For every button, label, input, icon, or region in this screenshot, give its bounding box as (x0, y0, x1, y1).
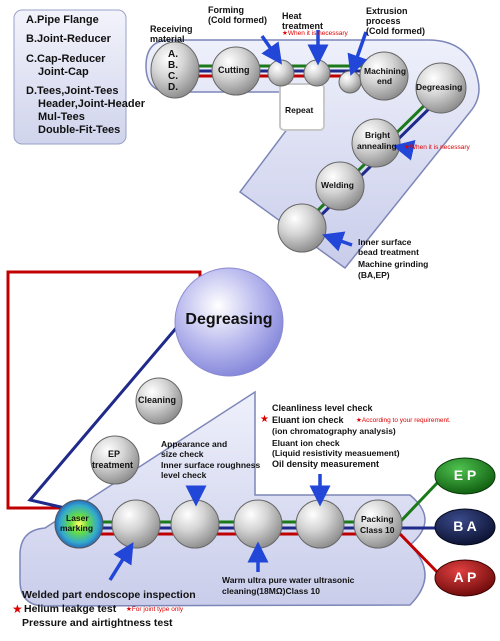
forming-label-1: Forming (208, 5, 244, 15)
legend-item-c2: Joint-Cap (38, 66, 89, 78)
center-degreasing-circle (174, 267, 284, 377)
legend-panel (13, 9, 127, 145)
bright-arrow (392, 140, 416, 161)
bright-label-1: Bright (365, 130, 391, 140)
bright-note: ★When it is necessary (404, 144, 470, 151)
laser-marking-circle (54, 499, 104, 549)
step-circle-1 (111, 499, 161, 549)
legend-item-d3: Mul-Tees (38, 111, 85, 123)
legend-item-b: B.Joint-Reducer (26, 33, 111, 45)
legend-item-a: A.Pipe Flange (26, 14, 99, 26)
receiving-letter-d: D. (168, 82, 178, 93)
appearance-label-2: size check (161, 449, 204, 459)
receiving-capsule (150, 41, 200, 99)
receiving-letter-a: A. (168, 49, 178, 60)
legend-item-c: C.Cap-Reducer (26, 53, 106, 65)
cleaning-circle (135, 377, 183, 425)
degreasing-top-label: Degreasing (416, 82, 463, 92)
warm-label-2: cleaning(18MΩ)Class 10 (222, 586, 320, 596)
heat-label-1: Heat (282, 11, 302, 21)
eluant1-star: ★ (260, 414, 269, 425)
receiving-letter-b: B. (168, 60, 178, 71)
extrusion-label-1: Extrusion (366, 6, 408, 16)
ap-output-label: A P (453, 569, 477, 585)
legend-item-d: D.Tees,Joint-Tees (26, 85, 119, 97)
warm-label-1: Warm ultra pure water ultrasonic (222, 575, 355, 585)
ep-treatment-label-2: treatment (92, 460, 134, 470)
welded-arrow (108, 542, 134, 581)
helium-note: ★For joint type only (126, 606, 184, 613)
machining-end-circle (359, 51, 409, 101)
welded-label: Welded part endoscope inspection (22, 589, 196, 601)
receiving-label-1: Receiving (150, 24, 193, 34)
extrusion-arrow (347, 31, 368, 76)
cleaning-label: Cleaning (138, 395, 177, 405)
appearance-label-1: Appearance and (161, 439, 228, 449)
helium-label: Helium leakge test (24, 603, 117, 615)
center-degreasing-label: Degreasing (185, 311, 273, 328)
appearance-label-4: level check (161, 470, 207, 480)
machining-label-1: Machining (364, 66, 407, 76)
repeat-label: Repeat (285, 105, 314, 115)
cleanliness-label: Cleanliness level check (272, 403, 373, 413)
eluant2-label-1: Eluant ion check (272, 438, 340, 448)
packing-label-2: Class 10 (360, 525, 395, 535)
blue-loop-line (27, 299, 202, 510)
appearance-label-3: Inner surface roughness (161, 460, 261, 470)
cutting-circle (211, 46, 261, 96)
eluant1-note: ★According to your requirement. (356, 417, 451, 424)
pressure-label: Pressure and airtightness test (22, 617, 173, 629)
ba-output-badge (434, 508, 496, 546)
cutting-label: Cutting (218, 65, 250, 75)
eluant1-label: Eluant ion check (272, 415, 344, 425)
machine-label-2: (BA,EP) (358, 270, 390, 280)
helium-star: ★ (12, 602, 23, 616)
repeat-loop (279, 83, 325, 131)
legend-item-d4: Double-Fit-Tees (38, 124, 121, 136)
laser-label-2: marking (60, 523, 94, 533)
degreasing-top-circle (415, 62, 467, 114)
laser-label-1: Laser (66, 513, 89, 523)
packing-label-1: Packing (361, 514, 394, 524)
inner-bead-arrow (322, 231, 353, 252)
arrows (108, 30, 416, 581)
eluant2-label-2: (Liquid resistivity measuement) (272, 448, 400, 458)
inner-bead-circle (277, 203, 327, 253)
welding-label: Welding (321, 180, 354, 190)
ba-output-label: B A (453, 518, 477, 534)
heat-note: ★When it is necessary (282, 30, 348, 37)
packing-circle (353, 499, 403, 549)
eluant1-sub: (ion chromatography analysis) (272, 426, 396, 436)
forming-label-2: (Cold formed) (208, 15, 267, 25)
receiving-letter-c: C. (168, 71, 178, 82)
receiving-label-2: material (150, 34, 185, 44)
legend-item-d2: Header,Joint-Header (38, 98, 145, 110)
oil-label: Oil density measurement (272, 459, 380, 469)
bright-label-2: annealing (357, 141, 397, 151)
ep-output-label: E P (453, 467, 477, 483)
extrusion-label-3: (Cold formed) (366, 26, 425, 36)
machining-label-2: end (377, 76, 393, 86)
inner-label-2: bead treatment (358, 247, 419, 257)
ep-output-badge (434, 457, 496, 495)
welding-circle (315, 161, 365, 211)
heat-label-2: treatment (282, 21, 324, 31)
machine-label-1: Machine grinding (358, 259, 429, 269)
ap-output-badge (434, 559, 496, 597)
ep-treatment-label-1: EP (108, 449, 121, 459)
forming-arrow (260, 34, 283, 65)
ep-treatment-circle (90, 435, 140, 485)
extrusion-label-2: process (366, 16, 401, 26)
inner-label-1: Inner surface (358, 237, 412, 247)
